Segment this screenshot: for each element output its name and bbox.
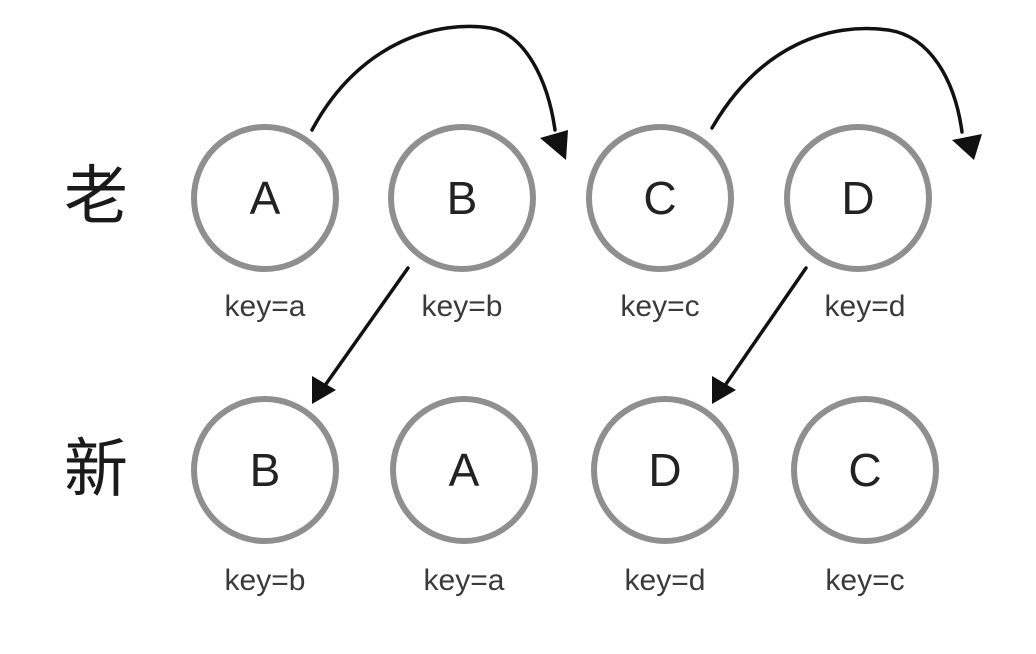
old-node-3-key: key=c <box>620 290 700 323</box>
old-node-4-key: key=d <box>824 290 906 323</box>
move-arrow-c-to-end-head <box>952 134 982 160</box>
new-node-1-key: key=b <box>224 564 306 597</box>
old-node-2: B <box>388 124 536 272</box>
move-arrow-c-to-end <box>710 26 964 134</box>
old-node-2-letter: B <box>446 172 478 224</box>
old-node-1-letter: A <box>249 172 281 224</box>
new-node-2-key: key=a <box>423 564 505 597</box>
new-node-3-letter: D <box>648 444 682 496</box>
new-node-1: B <box>191 396 339 544</box>
old-node-4: D <box>784 124 932 272</box>
new-node-3-key: key=d <box>624 564 706 597</box>
old-node-3: C <box>586 124 734 272</box>
new-row-label: 新 <box>64 433 128 507</box>
old-node-4-letter: D <box>841 172 875 224</box>
new-node-4-letter: C <box>848 444 882 496</box>
move-arrow-b-down-head <box>312 376 336 404</box>
old-node-3-letter: C <box>643 172 677 224</box>
new-node-2-letter: A <box>448 444 480 496</box>
move-arrow-b-down <box>324 266 410 386</box>
new-node-4: C <box>791 396 939 544</box>
move-arrow-a-to-c <box>310 24 557 132</box>
new-node-2: A <box>390 396 538 544</box>
old-node-1-key: key=a <box>224 290 306 323</box>
old-node-2-key: key=b <box>421 290 503 323</box>
move-arrow-a-to-c-head <box>540 130 568 160</box>
move-arrow-d-down-head <box>712 376 736 404</box>
old-node-1: A <box>191 124 339 272</box>
new-node-3: D <box>591 396 739 544</box>
new-node-4-key: key=c <box>825 564 905 597</box>
old-row-label: 老 <box>64 160 128 234</box>
move-arrow-d-down <box>724 266 808 386</box>
new-node-1-letter: B <box>249 444 281 496</box>
